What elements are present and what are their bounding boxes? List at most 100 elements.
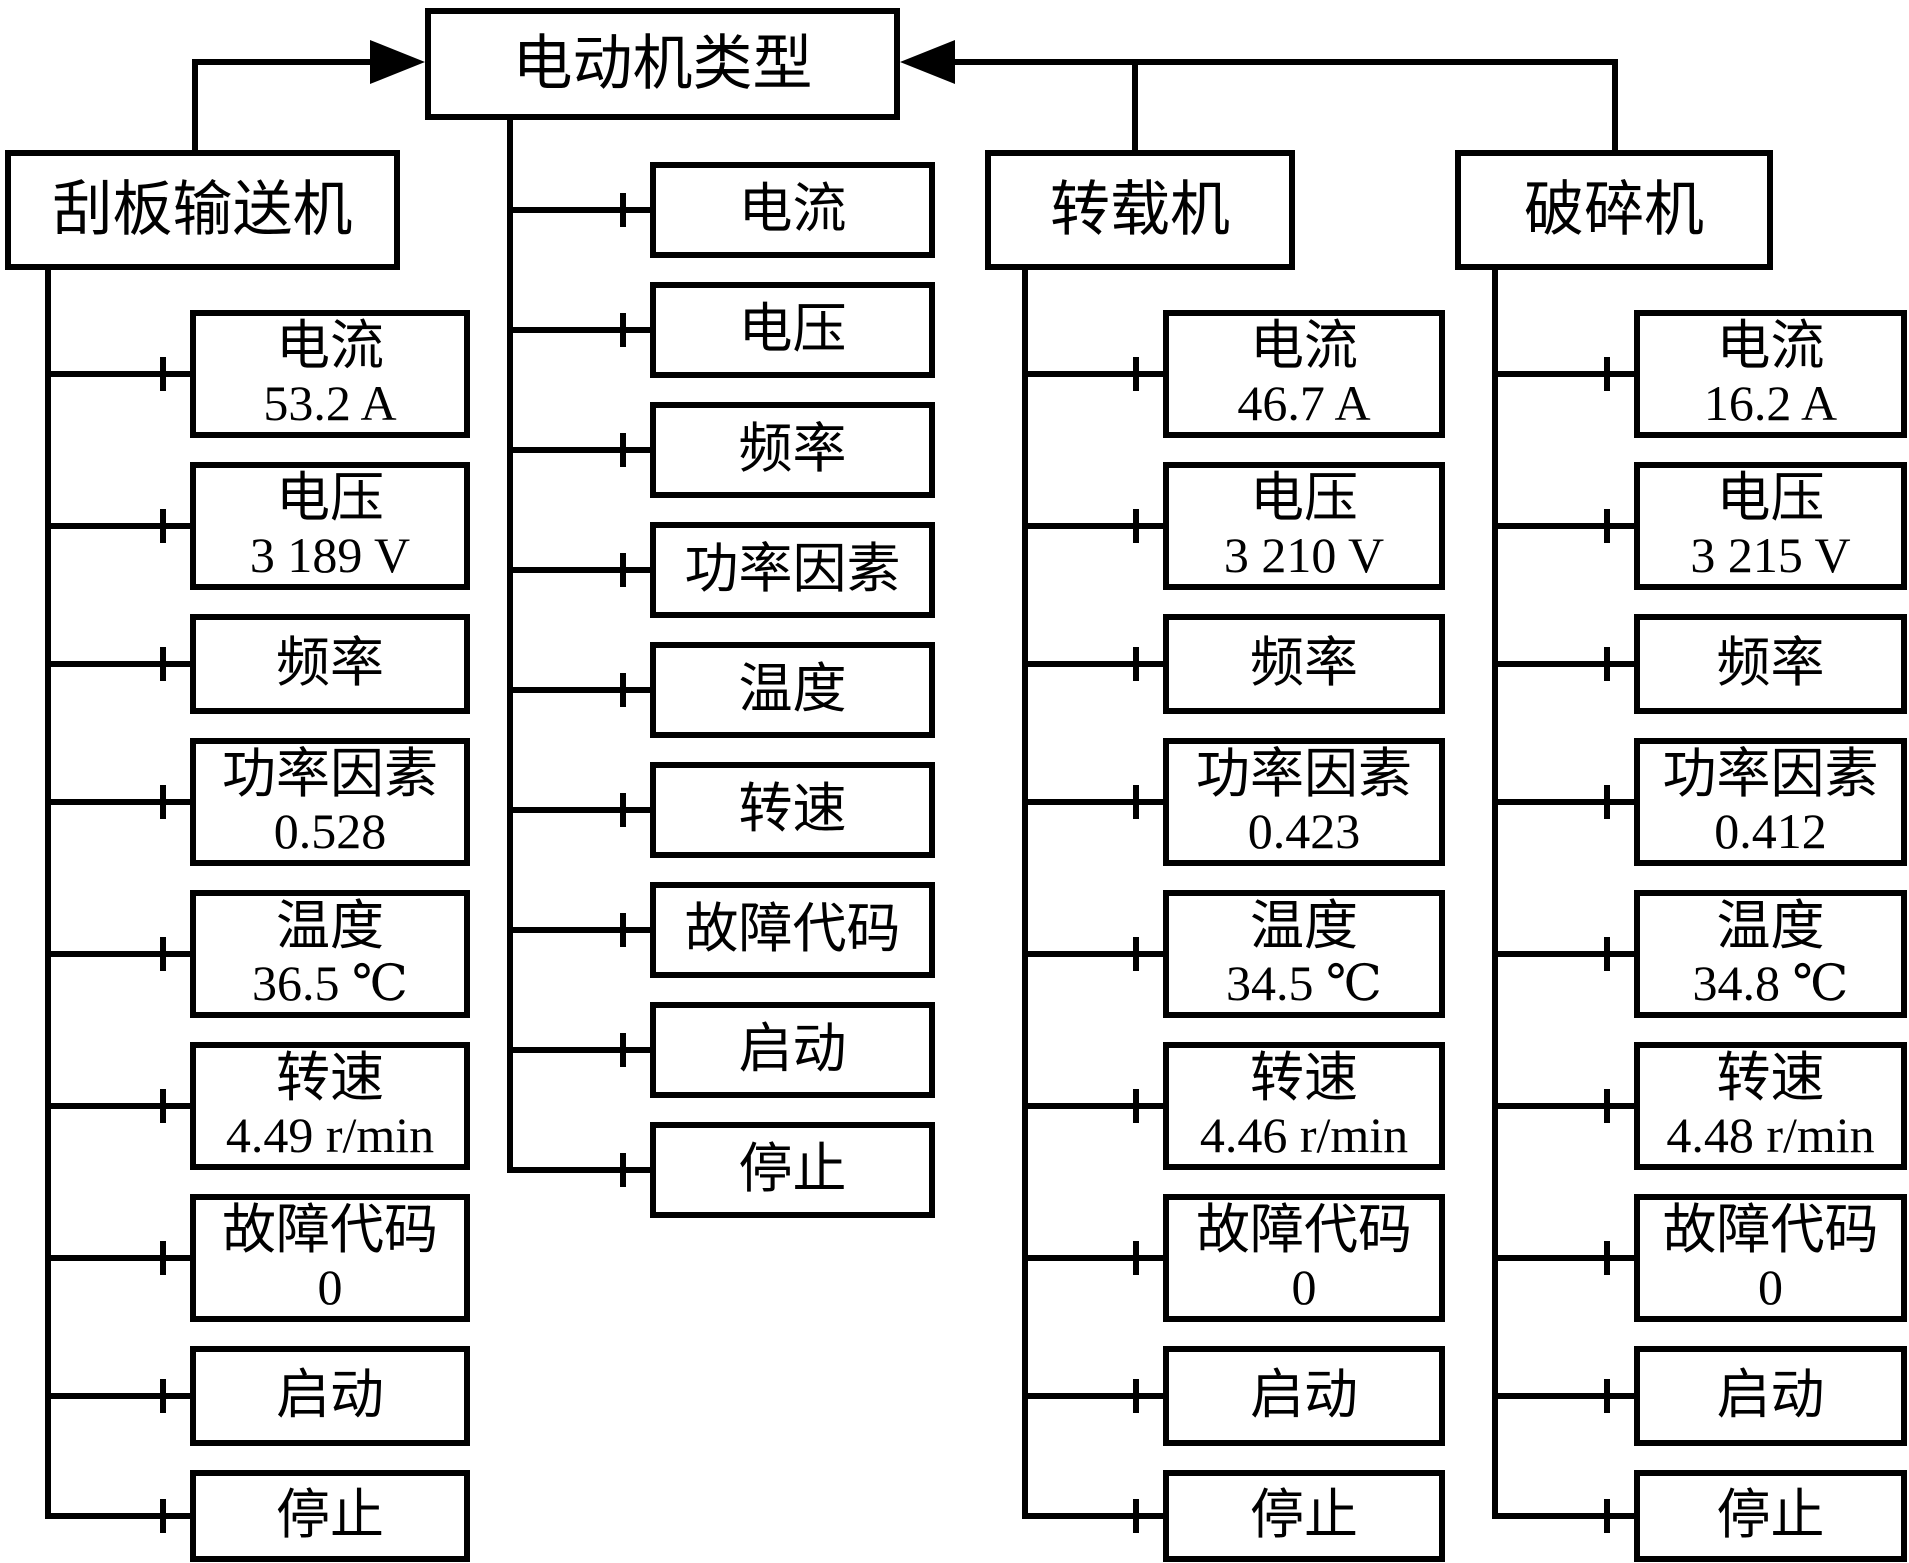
branch-line: [45, 1103, 190, 1109]
connector-tick: [1133, 937, 1139, 971]
loader-voltage-box: 电压 3 210 V: [1163, 462, 1445, 590]
branch-line: [45, 951, 190, 957]
branch-line: [507, 207, 650, 213]
loader-speed-label: 转速: [1250, 1047, 1358, 1108]
connector-tick: [620, 553, 626, 587]
branch-line: [45, 371, 190, 377]
arrow-left-icon: [900, 40, 955, 84]
scraper-conveyor-current-box: 电流 53.2 A: [190, 310, 470, 438]
branch-line: [507, 1167, 650, 1173]
connector-tick: [1604, 1089, 1610, 1123]
trunk-line: [1492, 270, 1498, 1519]
crusher-temperature-value: 34.8 ℃: [1692, 955, 1849, 1012]
branch-line: [507, 447, 650, 453]
branch-line: [1022, 523, 1163, 529]
crusher-speed-box: 转速 4.48 r/min: [1634, 1042, 1907, 1170]
motor-parameters-stop-box: 停止: [650, 1122, 935, 1218]
motor-parameters-speed-label: 转速: [738, 779, 847, 840]
motor-parameters-frequency-box: 频率: [650, 402, 935, 498]
connector-tick: [1133, 1241, 1139, 1275]
branch-line: [45, 1513, 190, 1519]
scraper-conveyor-fault-code-value: 0: [317, 1259, 343, 1316]
branch-line: [1022, 371, 1163, 377]
branch-line: [1022, 1255, 1163, 1261]
loader-fault-code-box: 故障代码 0: [1163, 1194, 1445, 1322]
connector-tick: [1604, 1379, 1610, 1413]
connector-tick: [1133, 785, 1139, 819]
crusher-start-box: 启动: [1634, 1346, 1907, 1446]
scraper-conveyor-frequency-label: 频率: [276, 633, 384, 694]
scraper-conveyor-voltage-box: 电压 3 189 V: [190, 462, 470, 590]
loader-temperature-box: 温度 34.5 ℃: [1163, 890, 1445, 1018]
connector-tick: [620, 313, 626, 347]
loader-fault-code-label: 故障代码: [1196, 1199, 1412, 1260]
scraper-conveyor-stop-box: 停止: [190, 1470, 470, 1562]
connector-tick: [1604, 937, 1610, 971]
crusher-header-label: 破碎机: [1524, 177, 1704, 243]
connector-tick: [160, 647, 166, 681]
connector-tick: [1604, 1499, 1610, 1533]
motor-parameters-speed-box: 转速: [650, 762, 935, 858]
branch-line: [1022, 951, 1163, 957]
loader-temperature-value: 34.5 ℃: [1226, 955, 1382, 1012]
connector-tick: [620, 433, 626, 467]
motor-parameters-voltage-box: 电压: [650, 282, 935, 378]
crusher-start-label: 启动: [1716, 1365, 1825, 1426]
crusher-power-factor-value: 0.412: [1714, 803, 1827, 860]
motor-parameters-current-box: 电流: [650, 162, 935, 258]
branch-line: [507, 567, 650, 573]
loader-speed-box: 转速 4.46 r/min: [1163, 1042, 1445, 1170]
branch-line: [507, 807, 650, 813]
scraper-conveyor-start-label: 启动: [276, 1365, 384, 1426]
arrow-right-icon: [370, 40, 425, 84]
connector-tick: [1604, 357, 1610, 391]
crusher-current-value: 16.2 A: [1703, 375, 1838, 432]
loader-stop-box: 停止: [1163, 1470, 1445, 1562]
crusher-frequency-box: 频率: [1634, 614, 1907, 714]
scraper-conveyor-power-factor-value: 0.528: [273, 803, 387, 860]
branch-line: [507, 927, 650, 933]
branch-line: [1492, 1103, 1634, 1109]
crusher-fault-code-label: 故障代码: [1662, 1199, 1879, 1260]
scraper-conveyor-temperature-label: 温度: [276, 895, 384, 956]
connector-line: [192, 59, 374, 65]
scraper-conveyor-start-box: 启动: [190, 1346, 470, 1446]
loader-frequency-label: 频率: [1250, 633, 1358, 694]
crusher-stop-label: 停止: [1716, 1485, 1825, 1546]
connector-tick: [160, 1379, 166, 1413]
crusher-voltage-label: 电压: [1716, 467, 1825, 528]
loader-power-factor-label: 功率因素: [1196, 743, 1412, 804]
branch-line: [45, 523, 190, 529]
loader-fault-code-value: 0: [1291, 1259, 1317, 1316]
connector-tick: [1604, 509, 1610, 543]
crusher-power-factor-label: 功率因素: [1662, 743, 1879, 804]
motor-parameters-fault-code-label: 故障代码: [684, 899, 901, 960]
connector-tick: [1604, 647, 1610, 681]
loader-temperature-label: 温度: [1250, 895, 1358, 956]
branch-line: [45, 661, 190, 667]
trunk-line: [1022, 270, 1028, 1519]
scraper-conveyor-temperature-box: 温度 36.5 ℃: [190, 890, 470, 1018]
branch-line: [1022, 1393, 1163, 1399]
branch-line: [1022, 799, 1163, 805]
crusher-power-factor-box: 功率因素 0.412: [1634, 738, 1907, 866]
branch-line: [1492, 951, 1634, 957]
crusher-speed-label: 转速: [1716, 1047, 1825, 1108]
branch-line: [45, 1393, 190, 1399]
branch-line: [1492, 1255, 1634, 1261]
scraper-conveyor-voltage-label: 电压: [276, 467, 384, 528]
motor-parameters-fault-code-box: 故障代码: [650, 882, 935, 978]
branch-line: [1022, 1513, 1163, 1519]
branch-line: [1492, 523, 1634, 529]
connector-line: [1132, 59, 1138, 150]
branch-line: [507, 1047, 650, 1053]
motor-parameters-start-box: 启动: [650, 1002, 935, 1098]
connector-tick: [620, 673, 626, 707]
connector-line: [1612, 59, 1618, 150]
connector-tick: [1604, 1241, 1610, 1275]
motor-type-root-box: 电动机类型: [425, 8, 900, 120]
loader-current-label: 电流: [1250, 315, 1358, 376]
scraper-conveyor-power-factor-box: 功率因素 0.528: [190, 738, 470, 866]
connector-tick: [620, 1153, 626, 1187]
